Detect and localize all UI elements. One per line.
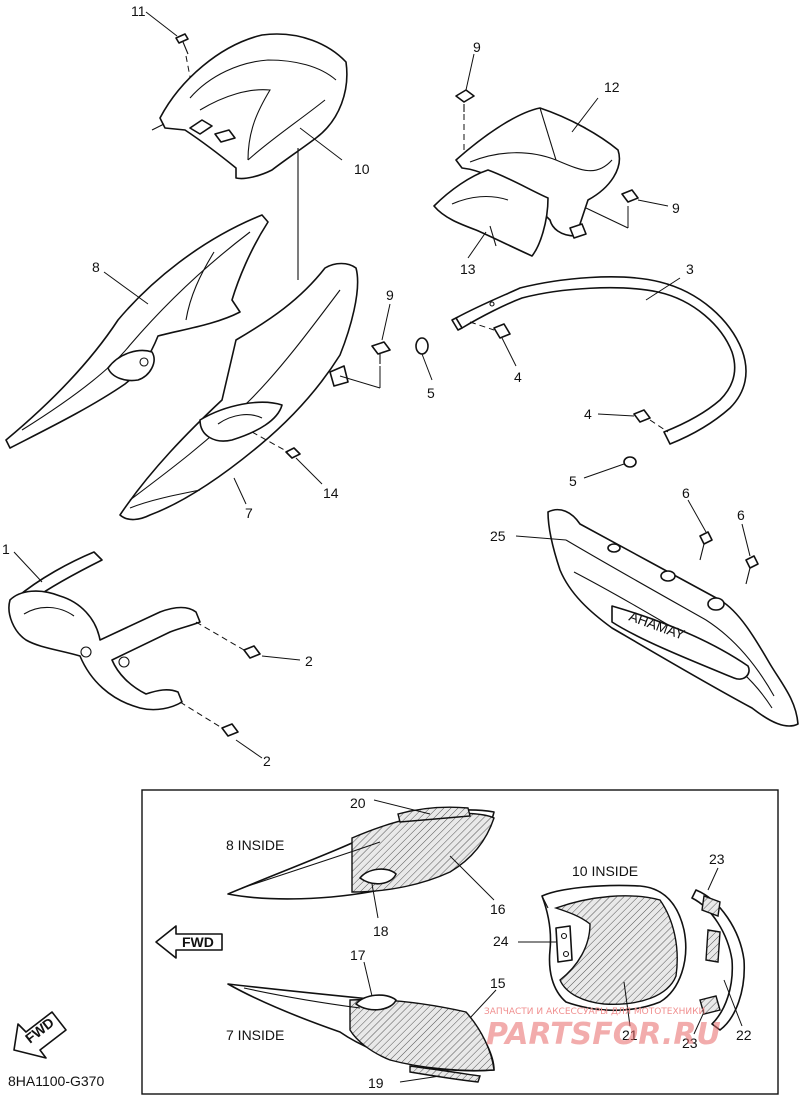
- seat-cowl-part-10[interactable]: [151, 33, 348, 180]
- callout-21: 21: [622, 1027, 638, 1043]
- callout-16: 16: [490, 901, 506, 917]
- callout-2-lower: 2: [263, 753, 271, 769]
- screw-part-9-right[interactable]: [621, 189, 639, 203]
- diagram-code: 8HA1100-G370: [8, 1073, 104, 1089]
- callout-1: 1: [2, 541, 10, 557]
- cap-part-5-upper[interactable]: [415, 337, 429, 355]
- callout-25: 25: [490, 528, 506, 544]
- callout-4-upper: 4: [514, 369, 522, 385]
- callout-5-upper: 5: [427, 385, 435, 401]
- screw-part-9-mid[interactable]: [371, 341, 391, 364]
- callout-8: 8: [92, 259, 100, 275]
- inset-detail-box: [141, 789, 779, 1095]
- callout-23-bottom: 23: [682, 1035, 698, 1051]
- callout-23-top: 23: [709, 851, 725, 867]
- screw-part-11[interactable]: [175, 33, 189, 55]
- callout-9-right: 9: [672, 200, 680, 216]
- part-7-inside-view: [227, 983, 495, 1083]
- fwd-arrow-inset: FWD: [155, 925, 223, 959]
- callout-24: 24: [493, 933, 509, 949]
- bolt-part-4-upper[interactable]: [493, 323, 511, 339]
- label-7-inside: 7 INSIDE: [226, 1027, 284, 1043]
- rivet-part-6-right[interactable]: [745, 555, 759, 585]
- fwd-inset-text: FWD: [182, 934, 214, 950]
- strip-parts-22-23: [691, 889, 746, 1031]
- callout-2-upper: 2: [305, 653, 313, 669]
- callout-9-top: 9: [473, 39, 481, 55]
- grommet-part-14[interactable]: [285, 447, 301, 459]
- callout-17: 17: [350, 947, 366, 963]
- fwd-arrow-corner: FWD: [13, 1011, 67, 1059]
- side-cover-part-7[interactable]: [119, 262, 359, 521]
- callout-4-lower: 4: [584, 406, 592, 422]
- callout-11: 11: [131, 3, 146, 19]
- callout-19: 19: [368, 1075, 384, 1091]
- callout-6-left: 6: [682, 485, 690, 501]
- callout-6-right: 6: [737, 507, 745, 523]
- bolt-part-2-lower[interactable]: [221, 723, 239, 737]
- callout-7: 7: [245, 505, 253, 521]
- callout-10: 10: [354, 161, 370, 177]
- watermark-logo: PARTSFOR.RU: [486, 1017, 721, 1052]
- screw-part-9-top[interactable]: [455, 89, 475, 112]
- callout-15: 15: [490, 975, 506, 991]
- callout-5-lower: 5: [569, 473, 577, 489]
- callout-3: 3: [686, 261, 694, 277]
- bolt-part-4-lower[interactable]: [633, 409, 651, 423]
- grab-bar-part-3[interactable]: [451, 276, 747, 445]
- callout-12: 12: [604, 79, 620, 95]
- cap-part-5-lower[interactable]: [623, 456, 637, 468]
- callout-20: 20: [350, 795, 366, 811]
- callout-9-mid: 9: [386, 287, 394, 303]
- callout-14: 14: [323, 485, 339, 501]
- rivet-part-6-left[interactable]: [699, 531, 713, 561]
- part-10-inside-view: [541, 884, 687, 1012]
- bolt-part-2-upper[interactable]: [243, 645, 261, 659]
- side-cover-part-8[interactable]: [5, 214, 269, 449]
- label-10-inside: 10 INSIDE: [572, 863, 638, 879]
- callout-22: 22: [736, 1027, 752, 1043]
- callout-18: 18: [373, 923, 389, 939]
- cover-part-13[interactable]: [433, 169, 549, 257]
- plate-part-25[interactable]: AHAMAY: [547, 508, 799, 727]
- part-8-inside-view: [227, 806, 495, 900]
- watermark-tagline: ЗАПЧАСТИ И АКСЕССУАРЫ ДЛЯ МОТОТЕХНИКИ: [484, 1007, 705, 1017]
- callout-13: 13: [460, 261, 476, 277]
- bracket-part-1[interactable]: [8, 551, 201, 711]
- label-8-inside: 8 INSIDE: [226, 837, 284, 853]
